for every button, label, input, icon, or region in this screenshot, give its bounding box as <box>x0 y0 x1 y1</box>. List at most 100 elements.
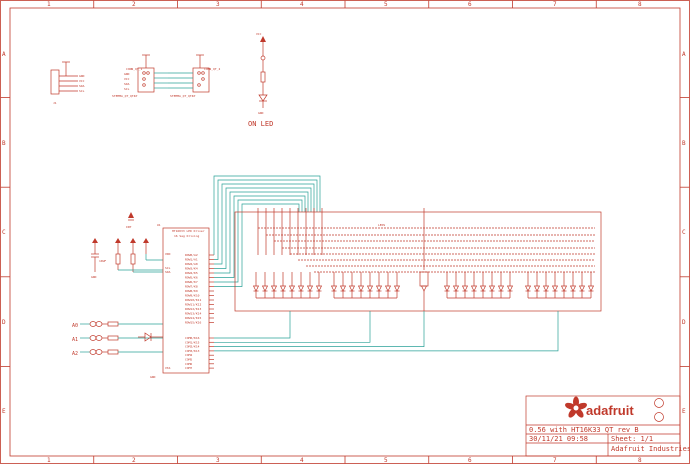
adafruit-flower-icon <box>564 396 588 418</box>
ic-row-pin-label: ROW5/K6 <box>185 276 198 280</box>
led-block-title: LEDS <box>378 223 385 227</box>
ic-com-pin-label: COM7 <box>185 366 192 370</box>
stemma-right-ref: CONN_QT_2 <box>204 67 220 71</box>
stemma-left-pin-2: VCC <box>124 77 130 81</box>
row-label-right: E <box>682 408 686 415</box>
ic-row-pin-label: ROW6/K7 <box>185 280 198 284</box>
flower-petal <box>568 408 577 418</box>
column-label-top: 8 <box>638 1 642 8</box>
row-label-left: C <box>2 229 6 236</box>
led-block: LEDS <box>234 208 602 312</box>
column-label-bottom: 2 <box>132 457 136 464</box>
row-wire <box>214 187 312 269</box>
stemma-left-pin-3: SDA <box>124 82 130 86</box>
row-wire <box>214 199 303 283</box>
ic-com-pin-label: COM6 <box>185 362 192 366</box>
title-company: Adafruit Industries <box>611 445 690 453</box>
ic-row-pin-label: ROW0/A2 <box>185 253 198 257</box>
row-wire <box>214 191 309 274</box>
ic-gnd: GND <box>150 375 156 379</box>
flower-petal <box>573 396 579 408</box>
column-label-top: 2 <box>132 1 136 8</box>
on-led-label: ON LED <box>248 120 273 128</box>
ic-subtitle: 16 Seg Driving <box>174 234 199 238</box>
ic-row-pin-label: ROW11/K12 <box>185 303 201 307</box>
ic-pin-scl: SCL <box>165 266 171 270</box>
addr-a1: A1 <box>72 337 78 343</box>
row-wires <box>213 175 321 287</box>
com-wire <box>214 311 371 343</box>
title-block: adafruit 0.56 with HT16K33 QT rev B 30/1… <box>525 395 690 457</box>
header-pin-4: SCL <box>79 89 85 93</box>
ht16k33-chip: HT16K33 LED Driver 16 Seg Driving U1 VDD… <box>150 223 214 379</box>
title-sheet: Sheet: 1/1 <box>611 435 653 443</box>
ic-row-pin-label: ROW9/K10 <box>185 294 200 298</box>
led-digit <box>443 272 514 299</box>
ic-com-pin-label: COM1/K15 <box>185 340 200 344</box>
ic-row-pin-label: ROW7/K8 <box>185 285 198 289</box>
com-wire <box>214 311 291 339</box>
row-label-right: D <box>682 319 686 326</box>
column-label-top: 7 <box>553 1 557 8</box>
addr-a0: A0 <box>72 323 78 329</box>
ic-row-pin-label: ROW10/K11 <box>185 298 201 302</box>
stemma-right-name: STEMMA_QT_QT4P <box>170 94 195 98</box>
row-wire <box>214 179 318 260</box>
column-label-bottom: 4 <box>300 457 304 464</box>
stemma-left-pin-4: SCL <box>124 87 130 91</box>
decoupling-caps: 10UF GND INT <box>91 212 163 279</box>
column-label-bottom: 3 <box>216 457 220 464</box>
row-label-right: B <box>682 140 686 147</box>
column-label-top: 1 <box>47 1 51 8</box>
stemma-left-ref: CONN_QT_1 <box>126 67 142 71</box>
ic-com-pin-label: COM5 <box>185 358 192 362</box>
stemma-left-name: STEMMA_QT_QT4P <box>112 94 137 98</box>
com-wires <box>214 311 559 352</box>
led-digit <box>252 272 323 299</box>
ic-row-pin-label: ROW15/K16 <box>185 321 201 325</box>
cap-ground: GND <box>91 275 97 279</box>
ic-row-pin-label: ROW12/K13 <box>185 307 201 311</box>
brand-logo-text: adafruit <box>586 403 634 418</box>
row-wire <box>214 203 300 287</box>
column-label-bottom: 6 <box>468 457 472 464</box>
stemma-connector-left: CONN_QT_1 GND VCC SDA SCL STEMMA_QT_QT4P <box>112 54 168 98</box>
header-pin-3: SDA <box>79 84 85 88</box>
ic-com-pin-label: COM0/K16 <box>185 336 200 340</box>
ic-row-pin-label: ROW4/K5 <box>185 271 198 275</box>
on-led-supply: VCC <box>256 32 262 36</box>
column-label-bottom: 5 <box>384 457 388 464</box>
address-jumpers: A0 A1 A2 <box>72 321 163 357</box>
stemma-connector-right: CONN_QT_2 STEMMA_QT_QT4P <box>168 54 220 98</box>
on-led-circuit: ON LED VCC GND <box>248 32 273 128</box>
cap-value: 10UF <box>99 259 106 263</box>
ic-pin-vdd: VDD <box>165 252 171 256</box>
addr-a2: A2 <box>72 351 78 357</box>
ic-pin-vss: VSS <box>165 366 171 370</box>
flower-petal <box>576 402 588 410</box>
ic-row-pin-label: ROW13/K14 <box>185 312 201 316</box>
row-label-left: D <box>2 319 6 326</box>
ic-row-pin-label: ROW3/K4 <box>185 267 198 271</box>
ic-pin-sda: SDA <box>165 270 171 274</box>
flower-petal <box>575 408 584 418</box>
sheet-inner-frame <box>9 7 681 457</box>
row-label-left: A <box>2 51 6 58</box>
row-wire <box>214 183 315 265</box>
column-label-bottom: 7 <box>553 457 557 464</box>
row-wire <box>213 175 321 255</box>
com-wire <box>214 311 559 352</box>
ic-row-pin-label: ROW14/K15 <box>185 316 201 320</box>
ic-row-pin-label: ROW8/K9 <box>185 289 198 293</box>
row-label-left: B <box>2 140 6 147</box>
flower-center <box>573 405 579 411</box>
com-wire <box>214 311 425 347</box>
column-label-top: 6 <box>468 1 472 8</box>
flower-petal <box>564 402 576 410</box>
